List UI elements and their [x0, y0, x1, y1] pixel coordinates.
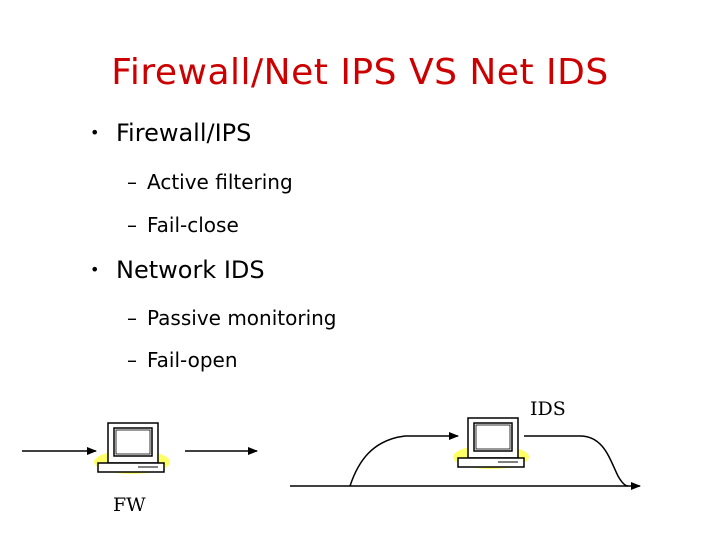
subitem-fail-open: –Fail-open: [127, 347, 238, 373]
bullet-network-ids: • Network IDS: [90, 255, 265, 285]
subitem-fail-close: –Fail-close: [127, 212, 239, 238]
subitem-passive-monitoring: –Passive monitoring: [127, 305, 337, 331]
bullet-text: Network IDS: [116, 256, 265, 284]
ids-tap-in-arrow: [349, 432, 459, 487]
ids-label: IDS: [530, 398, 566, 420]
ids-tap-out-line: [524, 435, 629, 487]
dash-glyph: –: [127, 170, 137, 194]
fw-label: FW: [113, 494, 146, 516]
computer-icon: [94, 422, 170, 474]
bullet-glyph: •: [90, 123, 100, 142]
subitem-text: Fail-open: [147, 348, 238, 372]
computer-icon: [453, 417, 529, 469]
dash-glyph: –: [127, 348, 137, 372]
subitem-active-filtering: –Active filtering: [127, 169, 293, 195]
subitem-text: Active filtering: [147, 170, 293, 194]
dash-glyph: –: [127, 306, 137, 330]
subitem-text: Fail-close: [147, 213, 239, 237]
slide-title: Firewall/Net IPS VS Net IDS: [111, 52, 609, 93]
subitem-text: Passive monitoring: [147, 306, 337, 330]
bullet-glyph: •: [90, 260, 100, 279]
dash-glyph: –: [127, 213, 137, 237]
bullet-firewall-ips: • Firewall/IPS: [90, 118, 251, 148]
bullet-text: Firewall/IPS: [116, 119, 252, 147]
